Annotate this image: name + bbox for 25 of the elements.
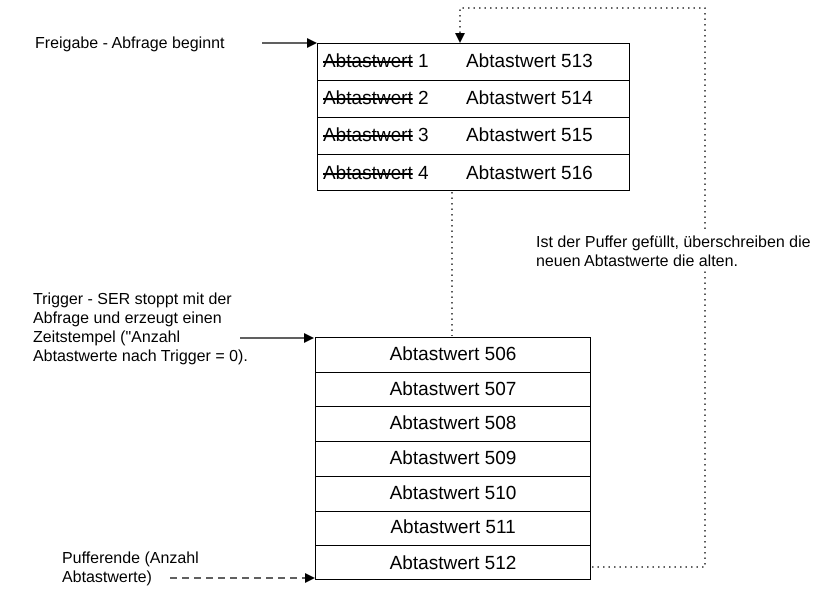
annotation-text: Trigger - SER stoppt mit der Abfrage und erzeugt einen Zeitstempel ("Anzahl Abtastwerte nach Trigger = 0). — [33, 290, 255, 366]
sample-value: Abtastwert 507 — [390, 378, 516, 401]
arrow — [170, 573, 315, 583]
sample-value: Abtastwert 509 — [390, 448, 516, 470]
sample-value: Abtastwert 511 — [390, 517, 516, 540]
overwritten-sample-value: Abtastwert 2 — [323, 88, 429, 110]
buffer-box — [317, 43, 630, 191]
overwritten-sample-value: Abtastwert 3 — [323, 125, 429, 147]
arrow — [455, 7, 706, 568]
annotation-text: Freigabe - Abfrage beginnt — [35, 34, 275, 53]
annotation-text: Pufferende (Anzahl Abtastwerte) — [62, 549, 222, 587]
connector-line — [451, 192, 453, 336]
sample-value: Abtastwert 508 — [390, 413, 516, 436]
sample-value: Abtastwert 514 — [466, 88, 593, 110]
sample-value: Abtastwert 506 — [390, 344, 516, 366]
arrow — [262, 38, 317, 48]
buffer-box — [315, 337, 591, 580]
sample-value: Abtastwert 512 — [390, 552, 516, 575]
arrow — [240, 333, 314, 343]
overwritten-sample-value: Abtastwert 1 — [323, 51, 429, 73]
sample-value: Abtastwert 513 — [466, 51, 593, 73]
sample-value: Abtastwert 516 — [466, 162, 593, 184]
sample-value: Abtastwert 515 — [466, 125, 593, 147]
sample-value: Abtastwert 510 — [390, 482, 516, 505]
overwritten-sample-value: Abtastwert 4 — [323, 162, 429, 184]
